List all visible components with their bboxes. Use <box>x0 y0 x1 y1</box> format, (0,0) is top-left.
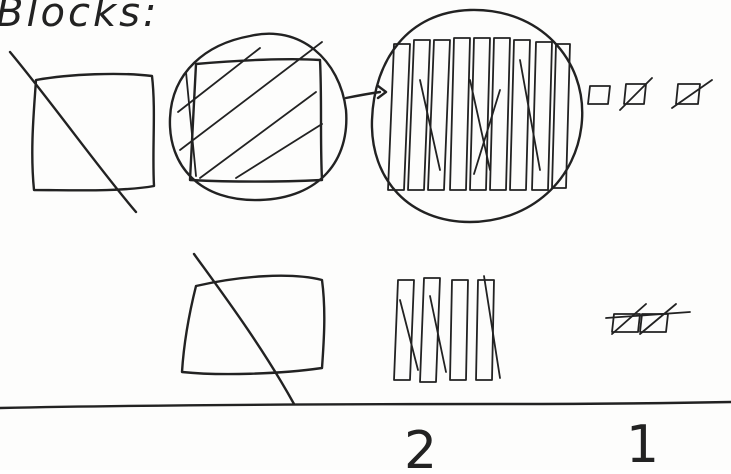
bottom-unit-cubes <box>606 304 690 334</box>
ones-column-label: 1 <box>626 415 659 470</box>
blocks-title: Blocks: <box>0 0 160 36</box>
tens-column-label: 2 <box>404 421 437 470</box>
bottom-hundred-block-crossed <box>182 254 324 404</box>
baseline-line <box>0 402 731 408</box>
hundred-block-crossed <box>10 52 154 212</box>
trade-arrow <box>346 86 386 98</box>
circled-ten-rods <box>372 10 582 222</box>
unit-cubes-top <box>588 78 712 110</box>
bottom-ten-rods <box>394 276 500 382</box>
circled-hundred-block <box>170 34 346 200</box>
